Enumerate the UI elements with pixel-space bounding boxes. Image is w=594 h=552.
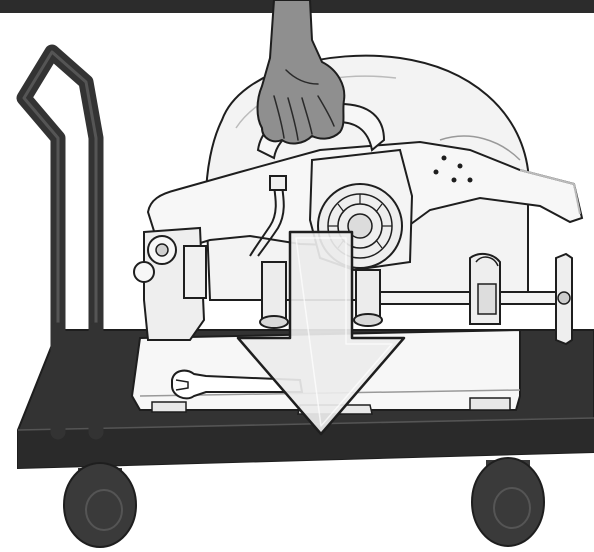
pivot-housing <box>134 228 206 340</box>
front-right-wheel <box>472 458 544 546</box>
front-left-wheel <box>64 463 136 547</box>
hand-icon <box>258 0 345 143</box>
spindle-post <box>260 262 288 328</box>
